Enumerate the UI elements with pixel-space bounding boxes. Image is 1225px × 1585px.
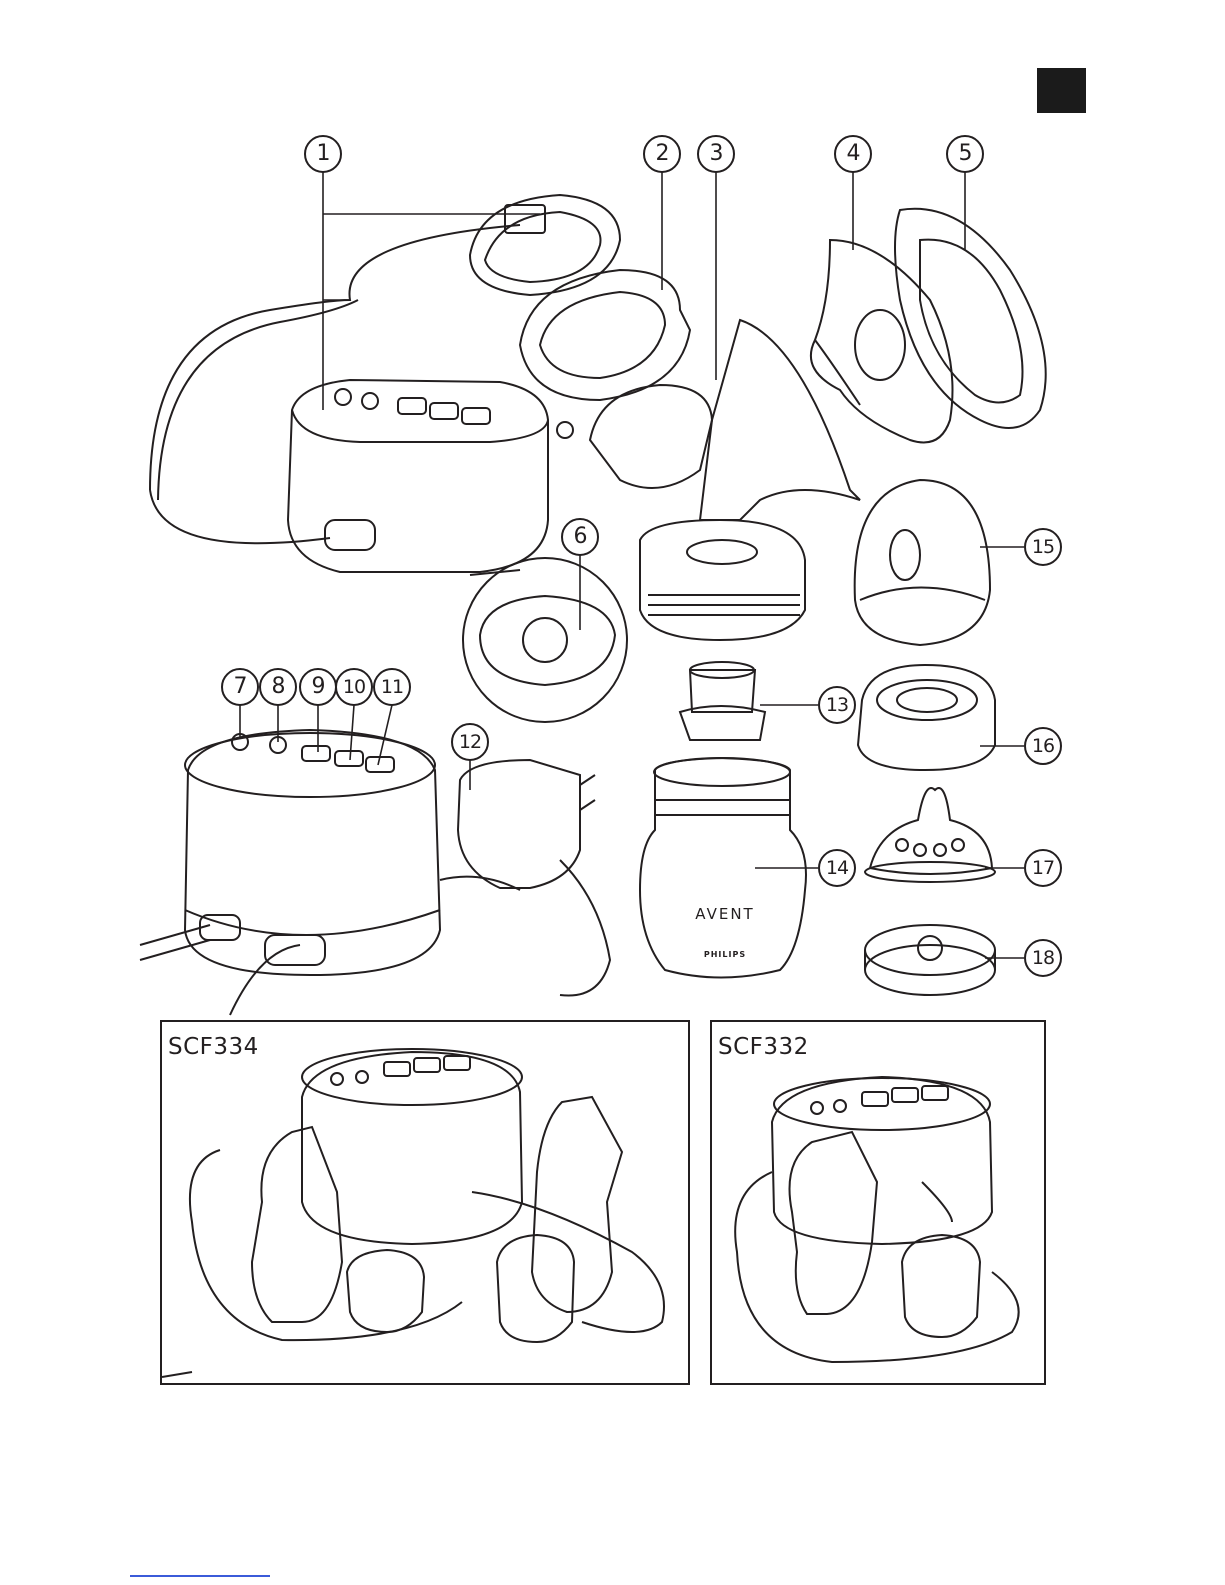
sealing-ring-part [858,665,995,770]
valve-connector-part [680,662,765,740]
callout-8: 8 [259,668,297,706]
comfort-ring-part [895,209,1046,428]
model-box-scf334: SCF334 [160,1020,690,1385]
teat-part [865,788,995,882]
power-adapter-part [440,760,610,996]
callout-18: 18 [1024,939,1062,977]
valve-ring-part [520,270,690,400]
callout-12: 12 [451,723,489,761]
callout-13: 13 [818,686,856,724]
callout-14: 14 [818,849,856,887]
model-box-scf332: SCF332 [710,1020,1046,1385]
callout-3: 3 [697,135,735,173]
callout-5: 5 [946,135,984,173]
motor-unit-front [140,730,440,1015]
footer-rule [130,1575,270,1577]
callout-9: 9 [299,668,337,706]
callout-7: 7 [221,668,259,706]
single-pump-drawing [712,1022,1044,1383]
bottle-brand-logo: AVENT [690,905,760,923]
sealing-disc-part [865,925,995,995]
callout-1: 1 [304,135,342,173]
callout-2: 2 [643,135,681,173]
callout-6: 6 [561,518,599,556]
callout-16: 16 [1024,727,1062,765]
callout-10: 10 [335,668,373,706]
motor-unit-single [150,195,620,572]
diaphragm-detail [463,558,627,722]
callout-15: 15 [1024,528,1062,566]
double-pump-drawing [162,1022,688,1383]
bottle-maker-logo: PHILIPS [690,950,760,959]
dome-cap-part [855,480,990,645]
callout-17: 17 [1024,849,1062,887]
callout-11: 11 [373,668,411,706]
callout-4: 4 [834,135,872,173]
